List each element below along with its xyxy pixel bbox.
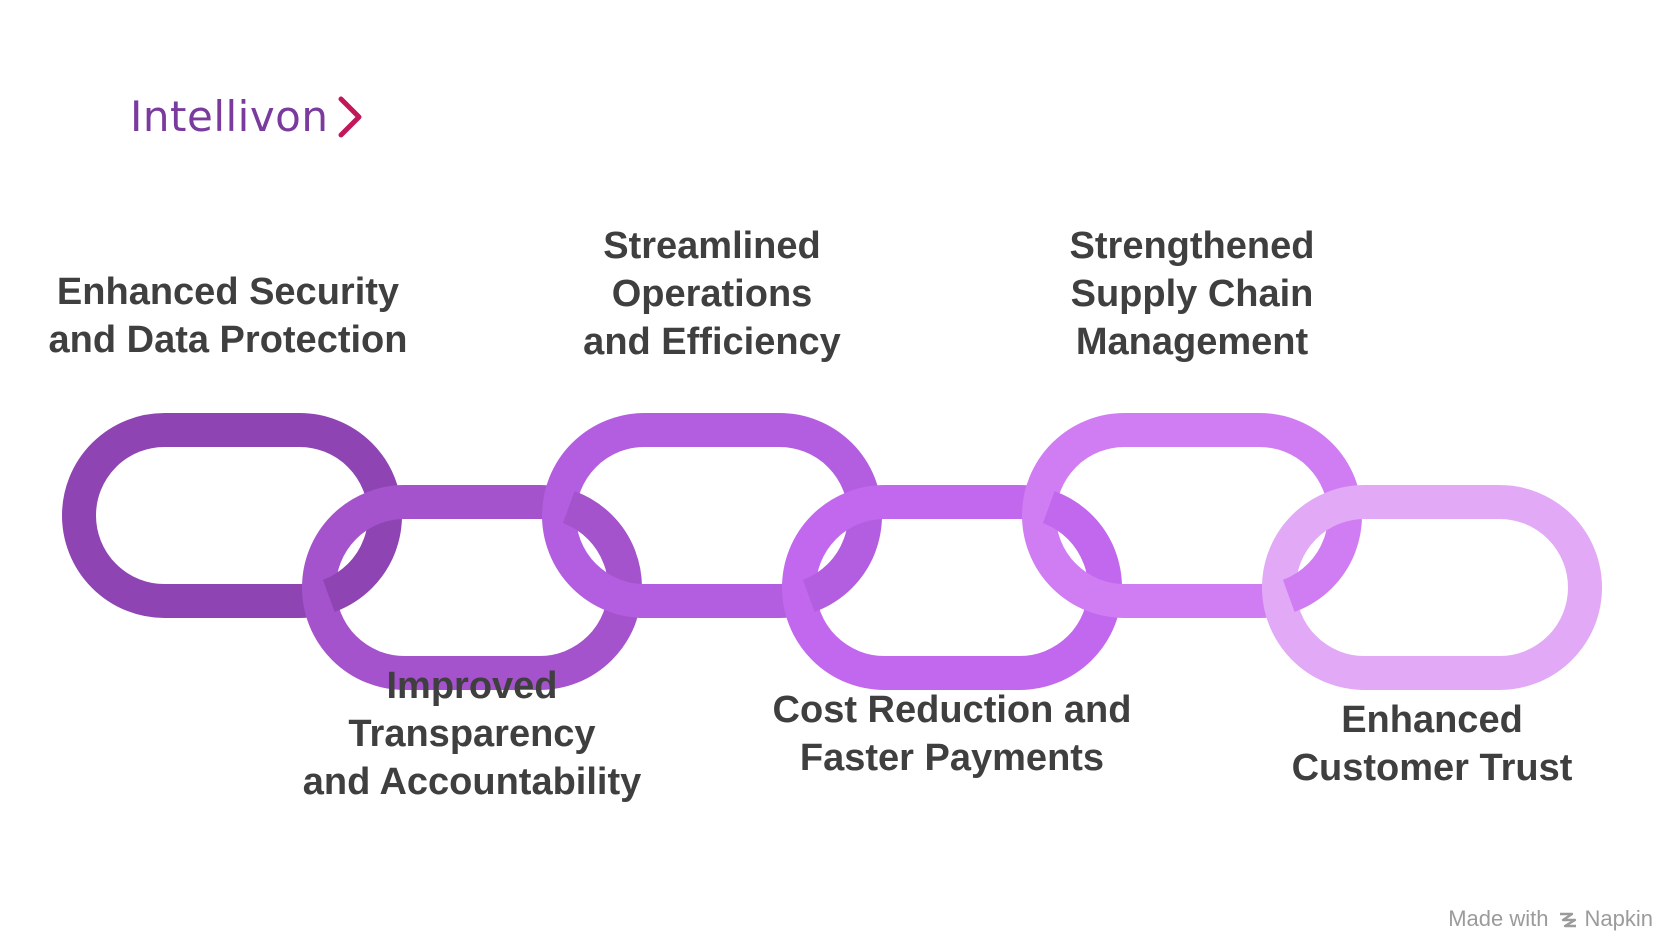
chain-label-line: Cost Reduction and [772, 689, 1132, 731]
chain-label-line: Transparency [348, 713, 596, 755]
chain-link-overlap-3 [802, 538, 876, 612]
chain-link-overlap-5 [1282, 538, 1356, 612]
chain-label-line: and Efficiency [583, 321, 841, 363]
chain-label-line: Streamlined [603, 225, 821, 267]
chain-link-6 [1262, 485, 1602, 690]
made-with-napkin-watermark: Made with Napkin [1448, 906, 1653, 932]
watermark-brand: Napkin [1584, 906, 1653, 931]
chain-label-line: Management [1075, 321, 1309, 363]
watermark-prefix: Made with [1448, 906, 1549, 931]
chain-link-overlap-1 [322, 538, 396, 612]
chain-label-line: Supply Chain [1070, 273, 1314, 315]
logo-text: Intellivon [130, 92, 329, 141]
napkin-icon [1559, 912, 1576, 928]
chain-label-line: Enhanced Security [56, 271, 400, 313]
chain-label-line: and Accountability [302, 761, 642, 803]
chain-link-overlap-2 [562, 491, 636, 565]
chain-label-line: Enhanced [1341, 699, 1523, 741]
chain-label-line: and Data Protection [48, 319, 408, 361]
chain-label-line: Improved [386, 665, 558, 707]
chain-link-overlap-4 [1042, 491, 1116, 565]
chain-label-1: Enhanced Security and Data Protection [49, 268, 408, 364]
chain-label-line: Faster Payments [799, 737, 1105, 779]
brand-logo: Intellivon [130, 92, 365, 141]
chain-label-line: Customer Trust [1291, 747, 1573, 789]
chevron-right-icon [338, 96, 361, 137]
chain-label-line: Strengthened [1069, 225, 1315, 267]
chain-label-line: Operations [611, 273, 813, 315]
